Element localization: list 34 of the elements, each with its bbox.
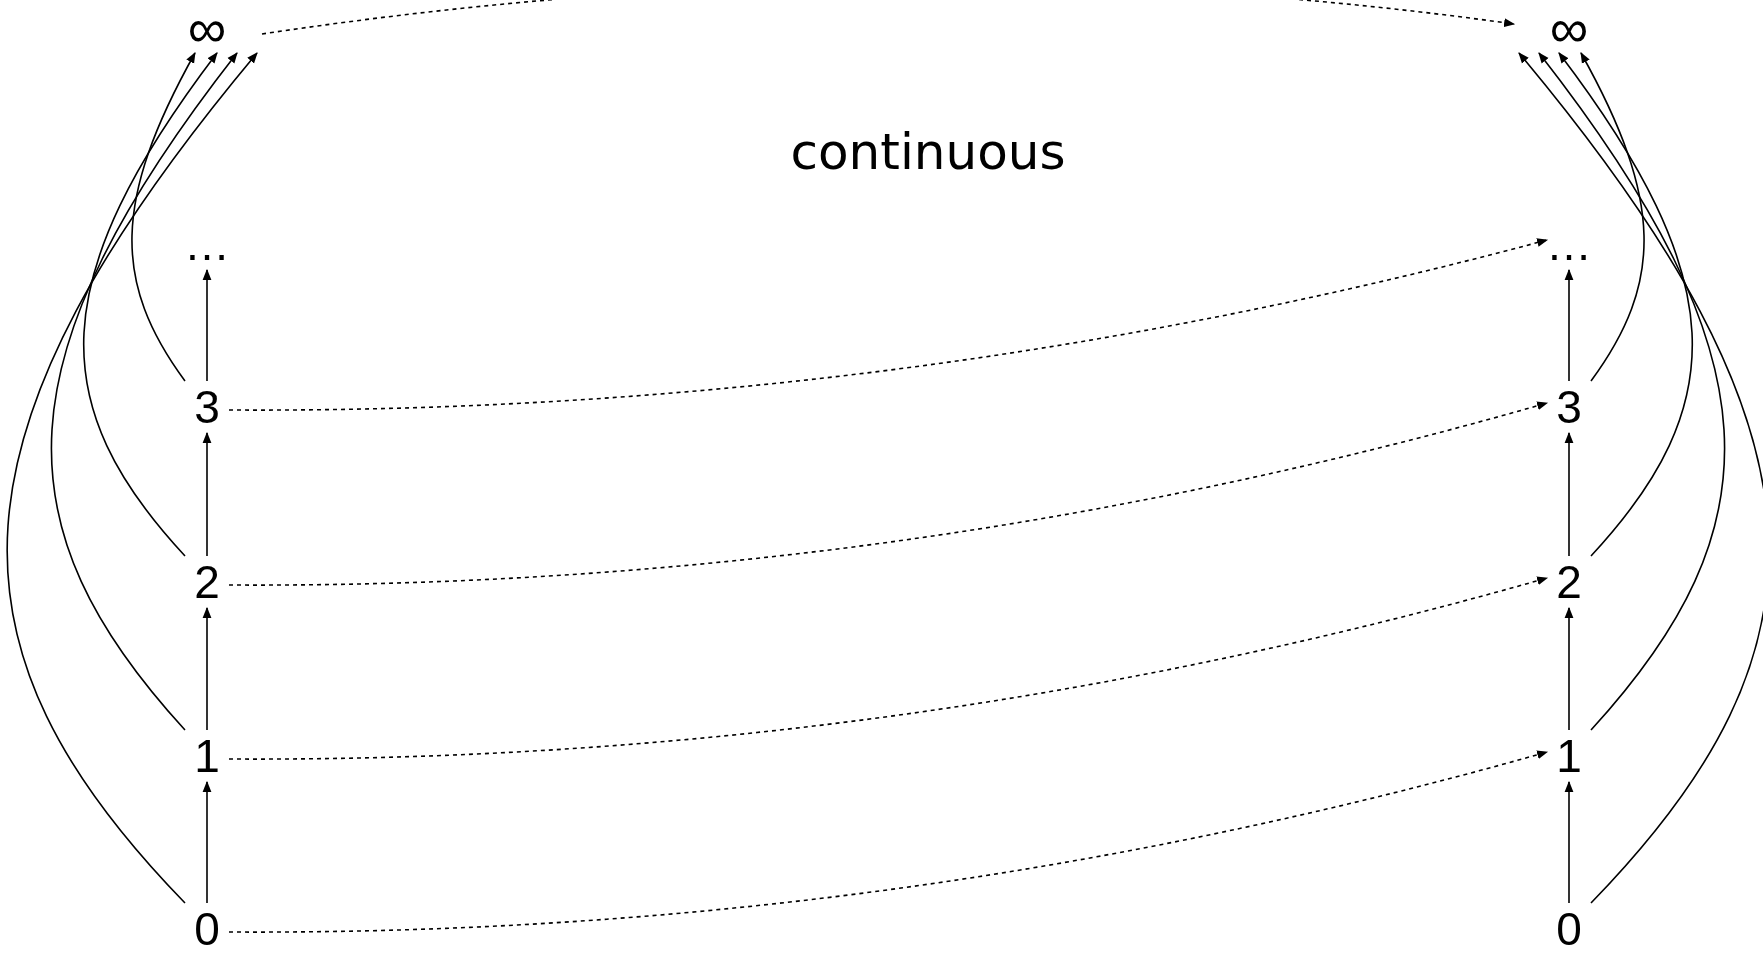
dashed-arrow: [228, 750, 1549, 933]
arrow: [1564, 606, 1574, 731]
arrow: [1518, 52, 1763, 904]
arrow: [202, 431, 212, 557]
arrow: [1580, 52, 1645, 382]
diagram-label: continuous: [790, 123, 1066, 181]
dashed-arrow: [228, 238, 1549, 411]
ellipsis-label: …: [185, 218, 229, 270]
ellipsis-label: …: [1547, 218, 1591, 270]
arrow: [1564, 431, 1574, 557]
arrow: [7, 52, 258, 904]
infinity-label: ∞: [152, 3, 262, 53]
arrow: [131, 52, 196, 382]
number-label: 0: [185, 903, 229, 955]
dashed-arrow: [228, 401, 1549, 586]
number-label: 2: [185, 556, 229, 608]
number-label: 2: [1547, 556, 1591, 608]
arrow: [202, 268, 212, 382]
number-label: 0: [1547, 903, 1591, 955]
dashed-arrow: [261, 0, 1516, 35]
dashed-arrow: [228, 576, 1549, 760]
arrow: [202, 780, 212, 904]
arrow: [1558, 52, 1693, 557]
arrow: [1564, 268, 1574, 382]
number-label: 1: [185, 730, 229, 782]
arrow: [83, 52, 218, 557]
number-label: 3: [1547, 381, 1591, 433]
arrow: [202, 606, 212, 731]
arrow: [51, 52, 238, 731]
infinity-label: ∞: [1514, 3, 1624, 53]
arrow: [1538, 52, 1725, 731]
arrow: [1564, 780, 1574, 904]
number-label: 1: [1547, 730, 1591, 782]
number-label: 3: [185, 381, 229, 433]
